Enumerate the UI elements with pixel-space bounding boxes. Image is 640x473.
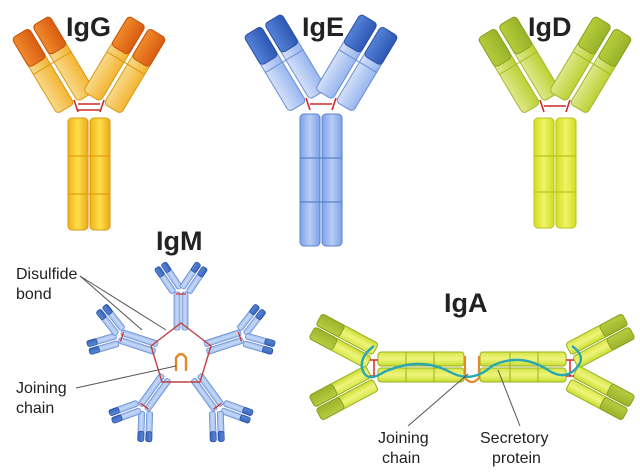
igm-units	[86, 261, 276, 443]
label-secretory-line1: Secretory	[480, 430, 548, 447]
title-igm: IgM	[156, 226, 203, 256]
leader-disulfide	[79, 275, 167, 331]
ige-heavy-chain-left	[299, 113, 321, 247]
igm-monomer-4	[108, 373, 171, 443]
iga-monomer-left	[309, 314, 465, 420]
igd-antibody	[478, 16, 632, 229]
title-iga: IgA	[444, 288, 488, 318]
igg-arm-right	[84, 16, 166, 113]
ige-antibody	[244, 14, 398, 247]
ige-disulfide-bonds	[305, 97, 337, 111]
igg-heavy-chain-right	[89, 117, 111, 231]
title-igd: IgD	[528, 12, 572, 42]
title-igg: IgG	[66, 12, 111, 42]
igm-disulfide-ring	[150, 322, 212, 383]
igg-heavy-chain-left	[67, 117, 89, 231]
igd-heavy-chain-right	[555, 117, 577, 229]
igd-arm-right	[550, 16, 632, 113]
leader-joining-iga	[407, 373, 469, 427]
leader-joining-igm	[75, 365, 177, 389]
ige-arm-left	[244, 14, 326, 111]
iga-dimer	[309, 314, 635, 420]
igm-joining-chain	[174, 352, 188, 371]
iga-secretory-protein	[360, 345, 583, 379]
label-joining-igm-line1: Joining	[16, 380, 67, 397]
label-secretory-line2: protein	[492, 450, 541, 467]
label-joining-iga-line2: chain	[382, 450, 420, 467]
label-joining-igm-line2: chain	[16, 400, 54, 417]
igg-disulfide-bonds	[73, 99, 105, 113]
igm-monomer-3	[191, 373, 254, 443]
label-disulfide-line1: Disulfide	[16, 266, 77, 283]
label-disulfide-line2: bond	[16, 286, 52, 303]
igm-monomer-1	[154, 261, 208, 331]
iga-monomer-right	[479, 314, 635, 420]
iga-joining-chain	[463, 356, 481, 384]
igg-antibody	[12, 16, 166, 231]
ige-arm-right	[316, 14, 398, 111]
igd-arm-left	[478, 16, 560, 113]
igm-pentamer	[86, 261, 276, 443]
leader-secretory	[497, 369, 521, 427]
igd-disulfide-bonds	[539, 99, 571, 113]
igg-arm-left	[12, 16, 94, 113]
igm-monomer-2	[203, 304, 276, 355]
igd-heavy-chain-left	[533, 117, 555, 229]
igm-monomer-5	[86, 304, 159, 355]
ige-heavy-chain-right	[321, 113, 343, 247]
title-ige: IgE	[302, 12, 344, 42]
label-joining-iga-line1: Joining	[378, 430, 429, 447]
